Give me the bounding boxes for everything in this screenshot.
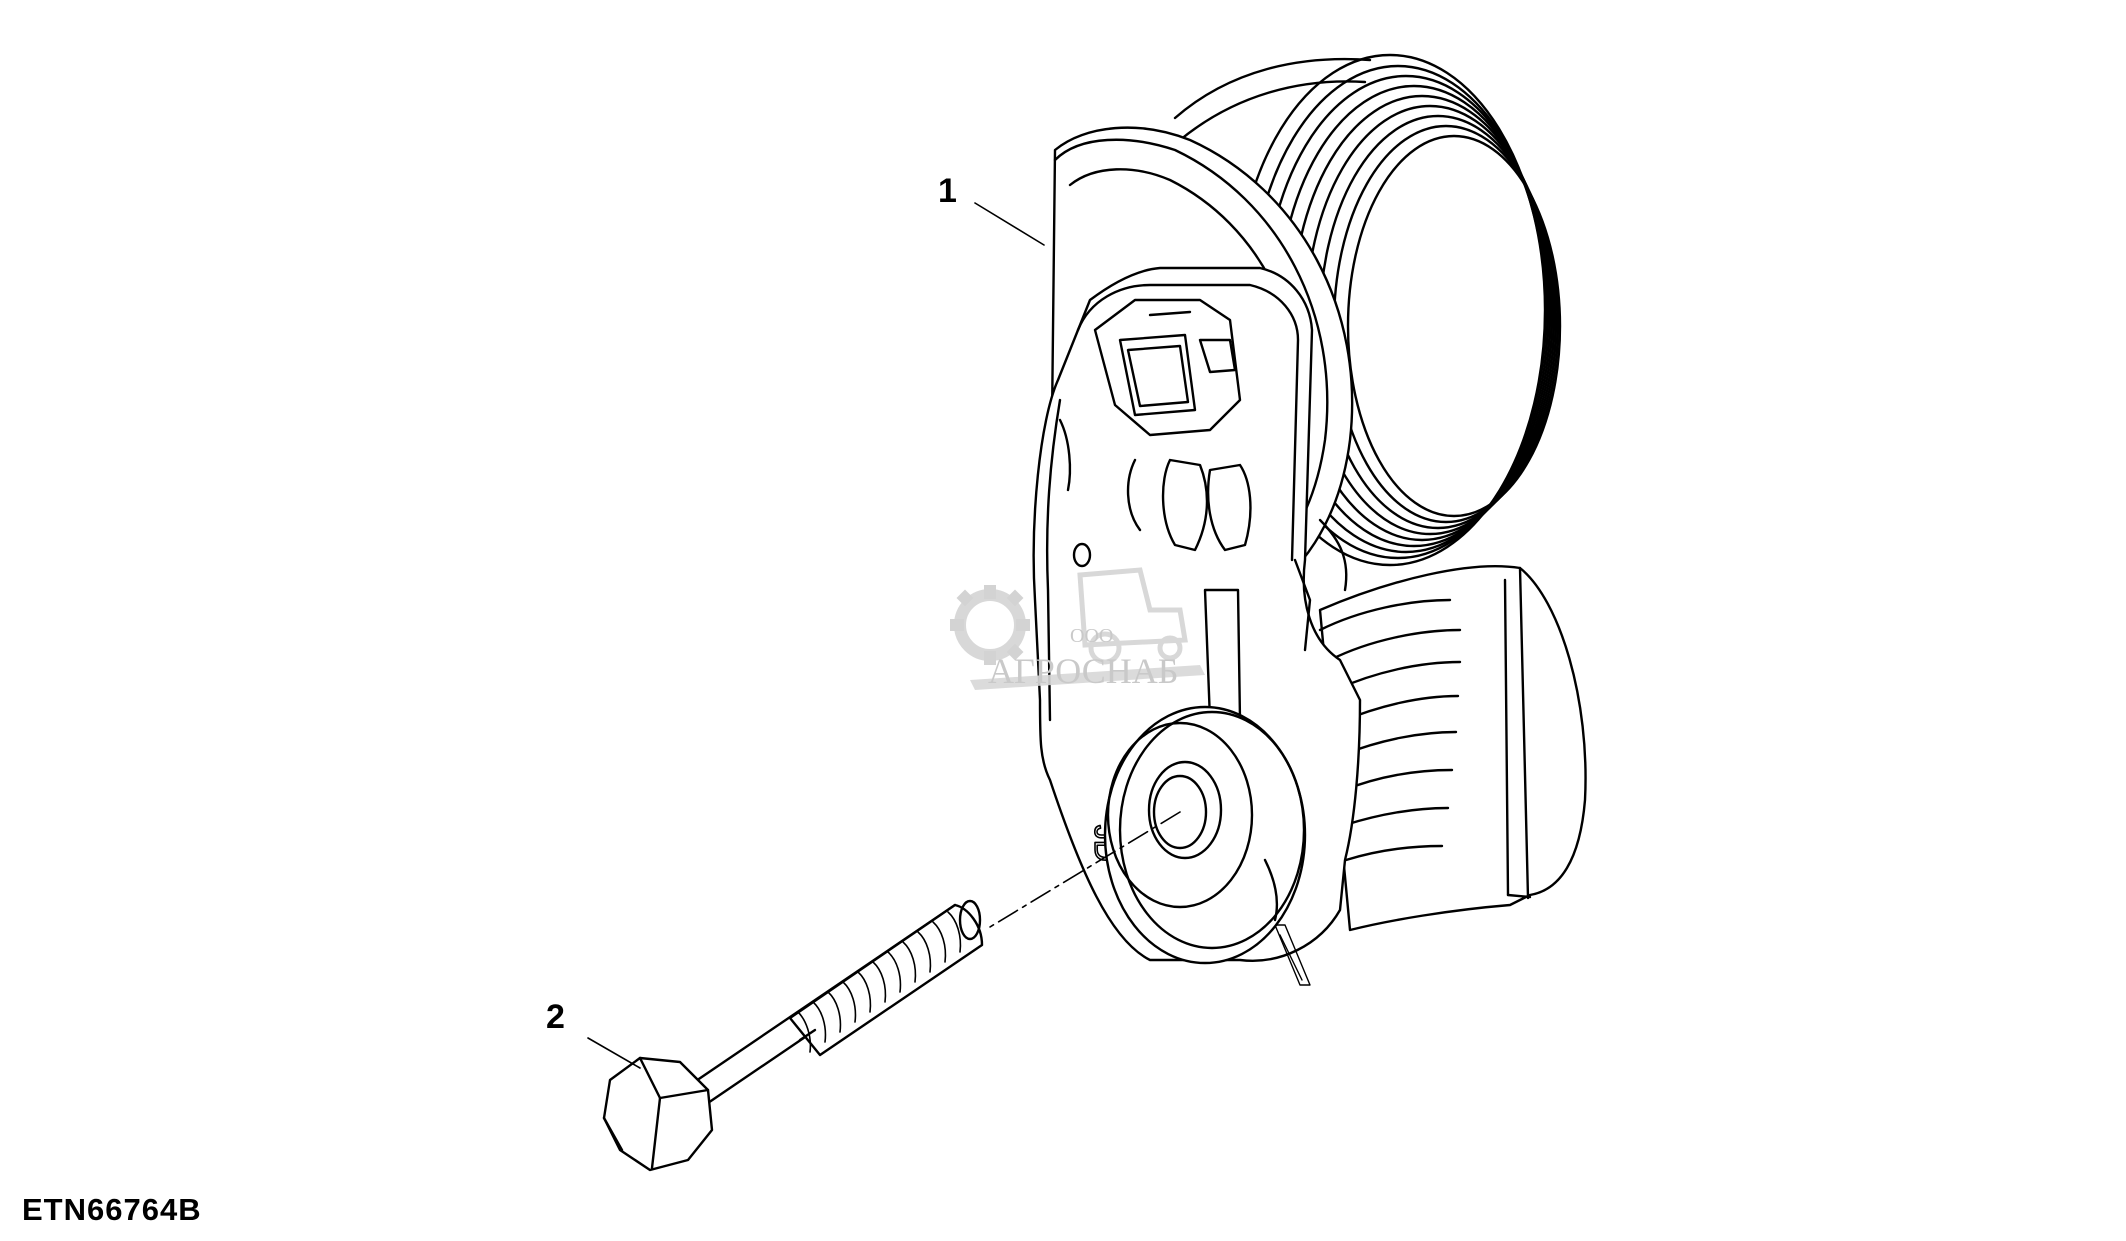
square-drive-boss (1093, 298, 1242, 437)
tractor-logo-icon (1077, 567, 1188, 665)
watermark-name-text: АГРОСНАБ (988, 651, 1179, 691)
cap-screw (602, 899, 984, 1172)
callout-label-1: 1 (938, 172, 957, 210)
hex-head (602, 1056, 714, 1172)
idler-pulley (1103, 705, 1307, 965)
figure-id: ETN66764B (22, 1192, 202, 1227)
callout-label-2: 2 (546, 998, 565, 1036)
watermark-small-text: ООО (1070, 625, 1114, 647)
leader-line-2 (587, 1037, 641, 1069)
spring-housing (1318, 565, 1587, 932)
part-number-stamp (1274, 924, 1311, 986)
belt-tensioner: JD (1032, 53, 1587, 986)
leader-line-1 (974, 202, 1045, 246)
assembly-center-line (984, 811, 1181, 931)
agrosnab-watermark (950, 567, 1205, 690)
gear-logo-icon (950, 585, 1030, 665)
